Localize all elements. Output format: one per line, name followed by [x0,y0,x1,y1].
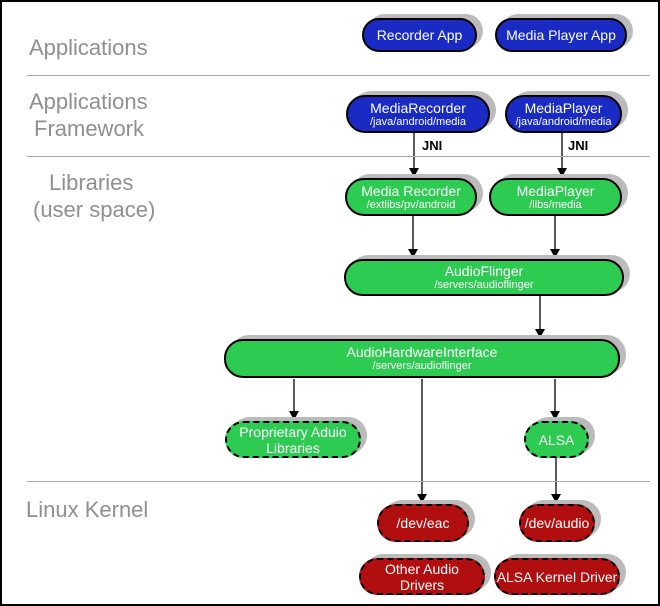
node-media-recorder-lib: Media Recorder /extlibs/pv/android [345,178,477,216]
node-dev-eac: /dev/eac [377,504,469,542]
node-other-audio-drivers-label: Other Audio Drivers [385,560,459,593]
layer-divider-libraries-kernel [27,481,650,482]
layer-label-applications: Applications [29,34,148,61]
node-dev-eac-label: /dev/eac [396,515,450,531]
node-audiohardwareinterface: AudioHardwareInterface /servers/audiofli… [224,339,620,378]
layer-label-linux-kernel: Linux Kernel [26,496,148,523]
node-mediaplayer-framework-path: /java/android/media [515,115,612,128]
node-media-player-app-label: Media Player App [506,27,616,43]
node-mediaplayer-lib-label: MediaPlayer [516,182,595,199]
node-audiohardwareinterface-label: AudioHardwareInterface [346,344,498,360]
node-mediaplayer-framework-label: MediaPlayer [524,99,603,116]
layer-label-libraries-line1: Libraries [49,170,134,195]
node-audioflinger: AudioFlinger /servers/audioflinger [344,259,624,296]
layer-divider-framework-libraries [27,156,650,157]
node-recorder-app-label: Recorder App [376,27,463,43]
node-media-recorder-lib-label: Media Recorder [361,182,461,199]
node-dev-audio-label: /dev/audio [524,515,590,531]
node-audioflinger-label: AudioFlinger [444,263,524,279]
node-other-audio-drivers: Other Audio Drivers [359,558,485,595]
node-alsa-kernel-driver-label: ALSA Kernel Driver [496,568,618,585]
layer-label-linux-kernel-text: Linux Kernel [26,497,149,522]
node-alsa-kernel-driver: ALSA Kernel Driver [494,558,620,595]
node-dev-audio: /dev/audio [519,504,595,542]
layer-label-applications-text: Applications [29,35,148,60]
layer-label-framework-line2: Framework [34,116,145,141]
node-mediarecorder-framework-path: /java/android/media [369,115,466,128]
node-alsa: ALSA [524,421,589,458]
node-mediaplayer-lib-path: /libs/media [529,198,582,211]
jni-label-left: JNI [422,138,443,153]
node-proprietary-audio-libraries: Proprietary Aduio Libraries [225,421,361,458]
node-media-recorder-lib-path: /extlibs/pv/android [366,198,456,211]
node-mediarecorder-framework-label: MediaRecorder [370,99,466,116]
layer-label-libraries: Libraries (user space) [33,169,155,223]
node-recorder-app: Recorder App [362,18,477,52]
node-proprietary-audio-libraries-label: Proprietary Aduio Libraries [239,423,347,456]
jni-label-right: JNI [568,138,589,153]
layer-label-libraries-line2: (user space) [33,197,156,222]
layer-divider-applications-framework [27,75,650,76]
node-media-player-app: Media Player App [495,18,627,52]
node-alsa-label: ALSA [538,431,575,448]
layer-label-applications-framework: Applications Framework [29,88,148,142]
layer-label-framework-line1: Applications [29,89,148,114]
node-audiohardwareinterface-path: /servers/audioflinger [372,360,472,372]
node-mediaplayer-lib: MediaPlayer /libs/media [489,178,622,216]
node-mediarecorder-framework: MediaRecorder /java/android/media [346,95,490,133]
node-audioflinger-path: /servers/audioflinger [434,279,534,291]
node-mediaplayer-framework: MediaPlayer /java/android/media [505,95,622,133]
